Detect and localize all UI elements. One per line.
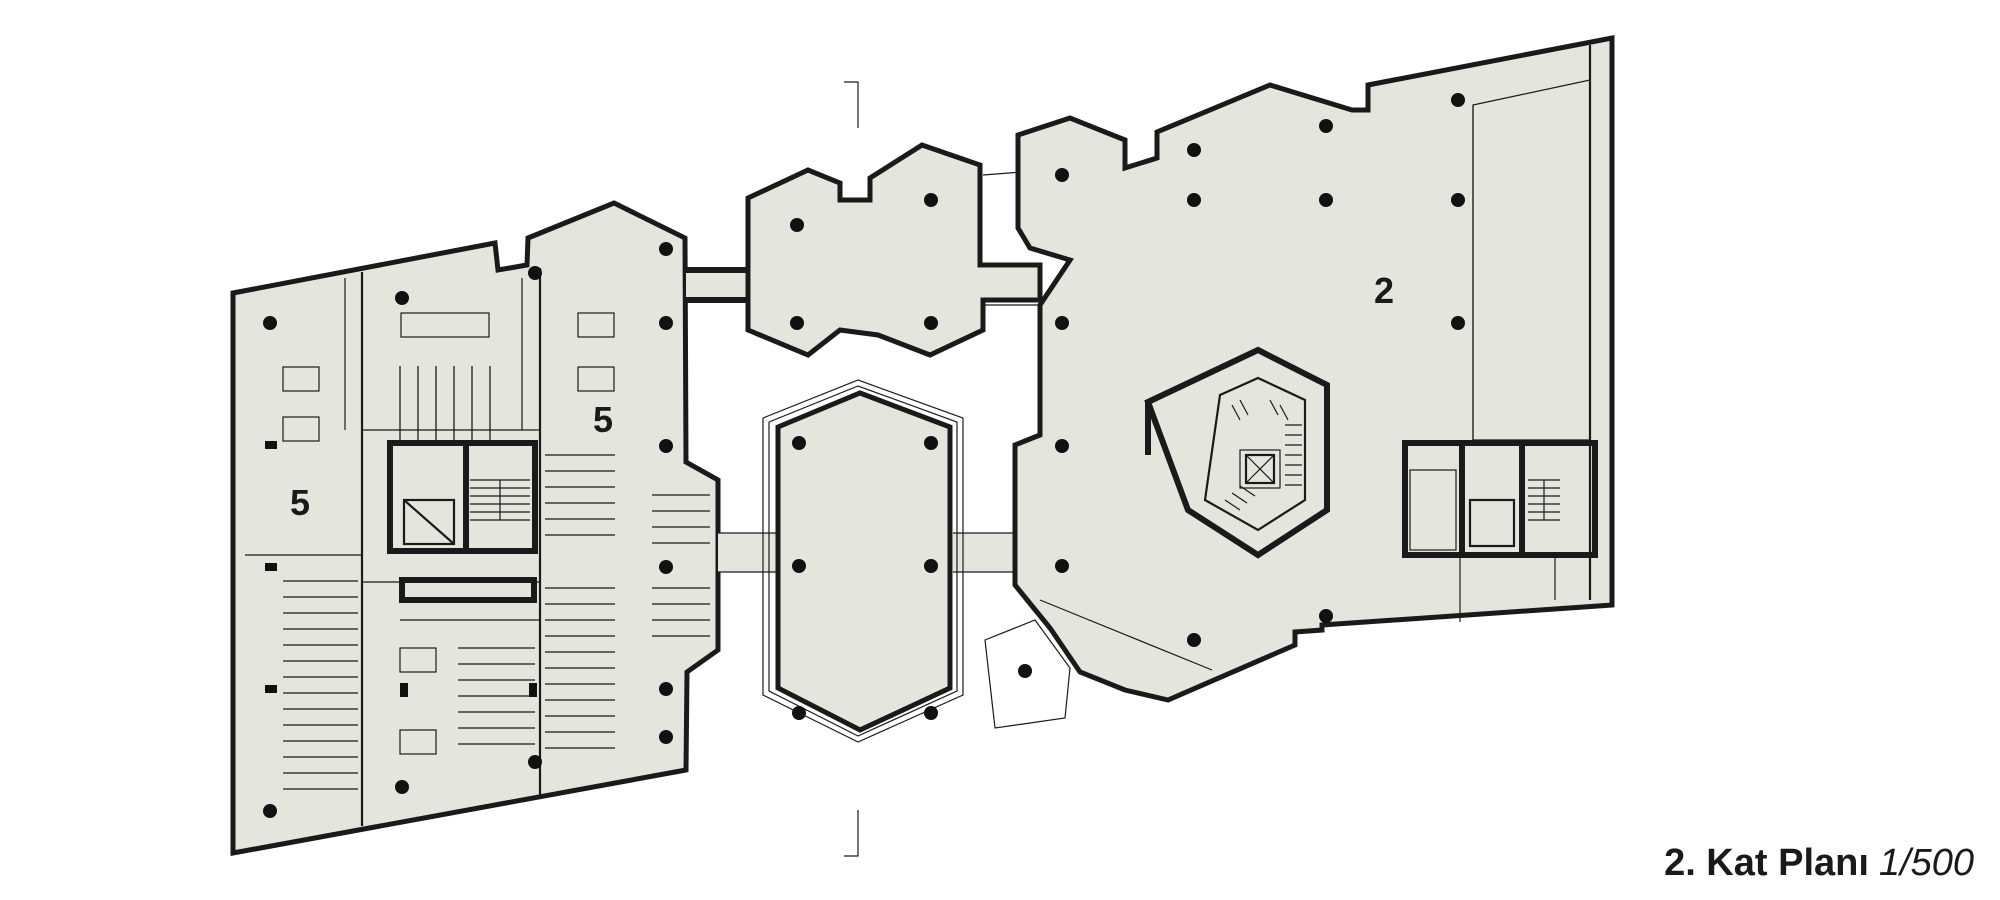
bookshelf-group (283, 580, 358, 790)
structural-columns (1055, 93, 1465, 647)
right-building-outline (1012, 34, 1615, 703)
elevator-mark (1245, 454, 1275, 484)
column-small (265, 685, 277, 693)
bookshelf-group (545, 454, 615, 749)
reading-table (577, 366, 615, 392)
stair-central (1224, 399, 1302, 511)
elevator (1244, 453, 1276, 485)
structural-column (924, 316, 938, 330)
plan-scale: 1/500 (1878, 842, 1974, 884)
structural-column (1018, 664, 1032, 678)
stair-east-core (1528, 479, 1560, 521)
central-stair-inner (1203, 376, 1307, 532)
structural-column (792, 436, 806, 450)
bookshelf-group (652, 494, 710, 637)
middle-upper-outline (745, 142, 1043, 358)
service-counter (399, 577, 537, 603)
bookshelf-group (458, 647, 535, 745)
connectors (686, 171, 1041, 573)
right-building (1012, 34, 1615, 703)
reading-table (282, 416, 320, 442)
entrance-annex (984, 619, 1071, 729)
structural-column (924, 193, 938, 207)
stair-left-core (470, 479, 530, 521)
left-building-outline (230, 200, 721, 856)
bridge-left-lower (718, 533, 776, 572)
elevator-shaft (1239, 449, 1281, 489)
bridge-right-lower (953, 533, 1013, 572)
elevator (1468, 498, 1516, 548)
core-block (387, 440, 538, 554)
reading-table (399, 729, 437, 755)
zone-label-right: 2 (1374, 270, 1394, 311)
structural-columns (263, 242, 673, 818)
column-small (529, 683, 537, 697)
section-mark (844, 810, 859, 857)
structural-column (790, 316, 804, 330)
structural-column (792, 559, 806, 573)
structural-column (924, 559, 938, 573)
middle-lower-railing (762, 379, 964, 743)
zone-label-left-east: 5 (593, 399, 613, 440)
section-mark (844, 81, 859, 128)
bridge-upper (686, 270, 748, 300)
reading-table (399, 647, 437, 673)
middle-lower-outline (775, 390, 953, 733)
column-small (400, 683, 408, 697)
partition-wall (1039, 599, 1213, 671)
reading-table (400, 312, 490, 338)
service-core (1402, 440, 1598, 558)
column-small (265, 441, 277, 449)
reading-table (282, 366, 320, 392)
left-building (230, 200, 721, 856)
reading-table (577, 312, 615, 338)
plan-title: 2. Kat Planı (1664, 842, 1869, 884)
column-small (265, 563, 277, 571)
elevator-mark (403, 499, 455, 545)
bookshelf-group (399, 366, 491, 440)
elevator (402, 498, 456, 546)
middle-upper-pavilion (745, 142, 1043, 358)
middle-lower-railing (768, 385, 958, 737)
structural-column (790, 218, 804, 232)
structural-column (924, 706, 938, 720)
structural-column (792, 706, 806, 720)
central-stair-hall (1144, 346, 1330, 559)
restroom (1409, 469, 1457, 551)
structural-column (924, 436, 938, 450)
zone-label-left-west: 5 (290, 482, 310, 523)
middle-lower-pavilion (762, 379, 964, 743)
